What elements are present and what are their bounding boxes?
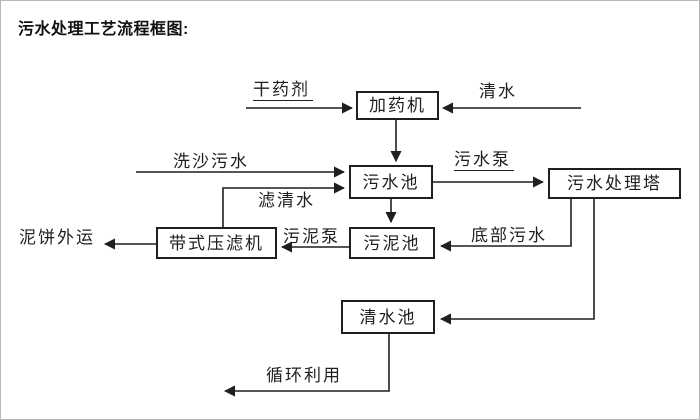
node-treatment-tower: 污水处理塔 [548,168,681,199]
arrow-clean-water-pool-to-recycling [223,334,390,397]
arrow-filtered-water-to-sewage-pool [222,182,346,227]
flow-label-sand-washing-sewage: 洗沙污水 [173,152,249,171]
node-belt-filter-press: 带式压滤机 [156,227,277,259]
flow-label-sewage-pump: 污水泵 [454,151,514,171]
node-sewage-pool: 污水池 [349,165,433,199]
diagram-title: 污水处理工艺流程框图: [18,21,189,38]
flow-label-sludge-pump: 污泥泵 [283,227,340,246]
flow-label-dry-chemical: 干药剂 [253,81,313,101]
flow-label-mud-cake-out: 泥饼外运 [19,228,95,247]
node-dosing-machine: 加药机 [356,91,439,120]
node-clean-water-pool: 清水池 [341,300,435,334]
flow-label-clean-water: 清水 [479,82,517,101]
node-sludge-pool: 污泥池 [349,227,435,259]
flow-label-recycling: 循环利用 [266,366,342,385]
flow-label-bottom-sewage: 底部污水 [471,226,547,245]
arrow-tower-to-clean-water-pool [439,199,595,325]
arrow-bottom-sewage-to-sludge-pool [439,199,572,252]
flow-label-filtered-water: 滤清水 [258,191,315,210]
